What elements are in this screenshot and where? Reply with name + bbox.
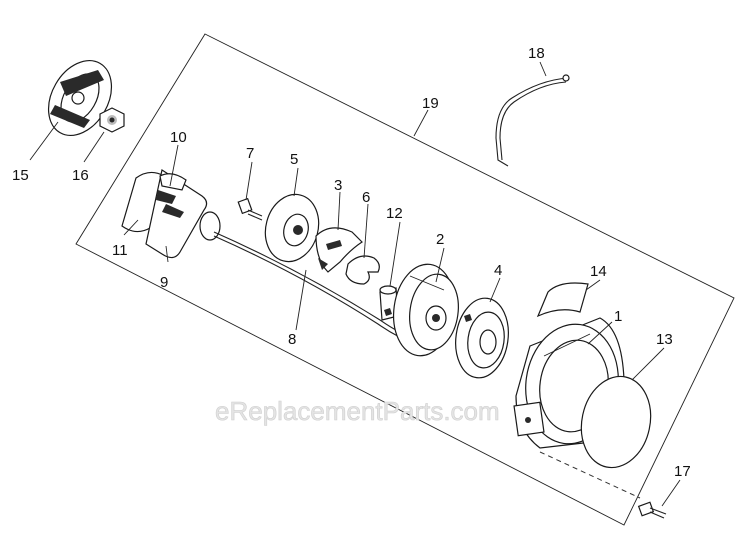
- assembly-outline: [75, 33, 735, 526]
- part-7-bolt[interactable]: [237, 197, 263, 221]
- callout-9: 9: [160, 274, 168, 291]
- part-15-starter-handle[interactable]: [36, 49, 124, 146]
- part-5-friction-plate[interactable]: [258, 188, 326, 267]
- part-14-gasket[interactable]: [536, 282, 589, 318]
- callout-2: 2: [436, 231, 444, 248]
- callout-12: 12: [386, 205, 403, 222]
- callout-5: 5: [290, 151, 298, 168]
- callout-3: 3: [334, 177, 342, 194]
- part-6-spring[interactable]: [345, 255, 380, 285]
- callout-11: 11: [112, 242, 128, 259]
- part-17-bolt[interactable]: [637, 501, 667, 519]
- callout-14: 14: [590, 263, 607, 280]
- callout-15: 15: [12, 167, 29, 184]
- callout-4: 4: [494, 262, 502, 279]
- part-2-rope-reel[interactable]: [388, 260, 463, 359]
- part-16-nut[interactable]: [99, 107, 125, 133]
- callout-18: 18: [528, 45, 545, 62]
- part-10-handle-insert[interactable]: [159, 173, 187, 191]
- callout-19: 19: [422, 95, 439, 112]
- callout-17: 17: [674, 463, 691, 480]
- callout-13: 13: [656, 331, 673, 348]
- part-13-label-disc[interactable]: [573, 370, 659, 474]
- callout-7: 7: [246, 145, 254, 162]
- callout-labels: 1 2 3 4 5 6 7 8 9 10 11 12 13 14 15 16 1…: [12, 45, 691, 480]
- callout-6: 6: [362, 189, 370, 206]
- watermark: eReplacementParts.com: [215, 396, 500, 426]
- callout-16: 16: [72, 167, 89, 184]
- part-3-ratchet[interactable]: [315, 227, 363, 273]
- callout-1: 1: [614, 308, 622, 325]
- callout-8: 8: [288, 331, 296, 348]
- center-axis: [539, 451, 641, 499]
- leader-lines: [29, 61, 681, 507]
- part-18-wire-bracket[interactable]: [495, 74, 570, 167]
- callout-10: 10: [170, 129, 187, 146]
- part-4-pulley[interactable]: [451, 295, 514, 381]
